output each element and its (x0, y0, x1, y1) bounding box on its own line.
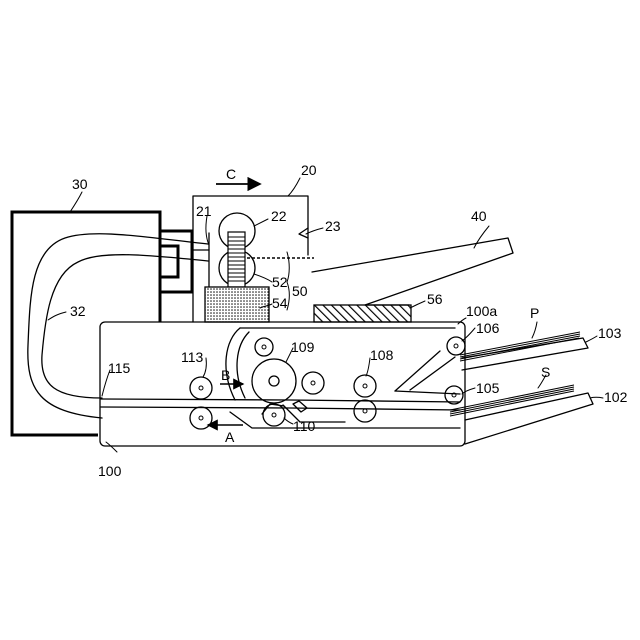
label-54: 54 (272, 295, 288, 311)
cable-32-inner (42, 255, 208, 398)
label-30: 30 (72, 176, 88, 192)
label-56: 56 (427, 291, 443, 307)
hatched-56 (314, 305, 411, 322)
label-110: 110 (293, 418, 316, 434)
label-22: 22 (271, 208, 287, 224)
label-23: 23 (325, 218, 341, 234)
label-113: 113 (181, 349, 204, 365)
label-105: 105 (476, 380, 500, 396)
label-20: 20 (301, 162, 317, 178)
label-108: 108 (370, 347, 394, 363)
label-106: 106 (476, 320, 500, 336)
tray-103 (460, 332, 588, 370)
label-b: B (221, 367, 230, 383)
screw-shaft (228, 232, 245, 287)
label-50: 50 (292, 283, 308, 299)
label-a: A (225, 429, 235, 445)
label-32: 32 (70, 303, 86, 319)
rollers (190, 337, 465, 429)
block-54 (205, 287, 269, 322)
label-115: 115 (108, 360, 131, 376)
label-p: P (530, 305, 539, 321)
label-21: 21 (196, 203, 212, 219)
paper-paths (101, 328, 460, 428)
label-c: C (226, 166, 236, 182)
label-109: 109 (291, 339, 315, 355)
label-103: 103 (598, 325, 622, 341)
label-102: 102 (604, 389, 628, 405)
tray-40 (312, 238, 513, 305)
label-100: 100 (98, 463, 122, 479)
cable-32 (28, 234, 208, 418)
label-52: 52 (272, 274, 288, 290)
label-s: S (541, 364, 550, 380)
label-40: 40 (471, 208, 487, 224)
label-100a: 100a (466, 303, 497, 319)
tray-102 (450, 385, 593, 444)
